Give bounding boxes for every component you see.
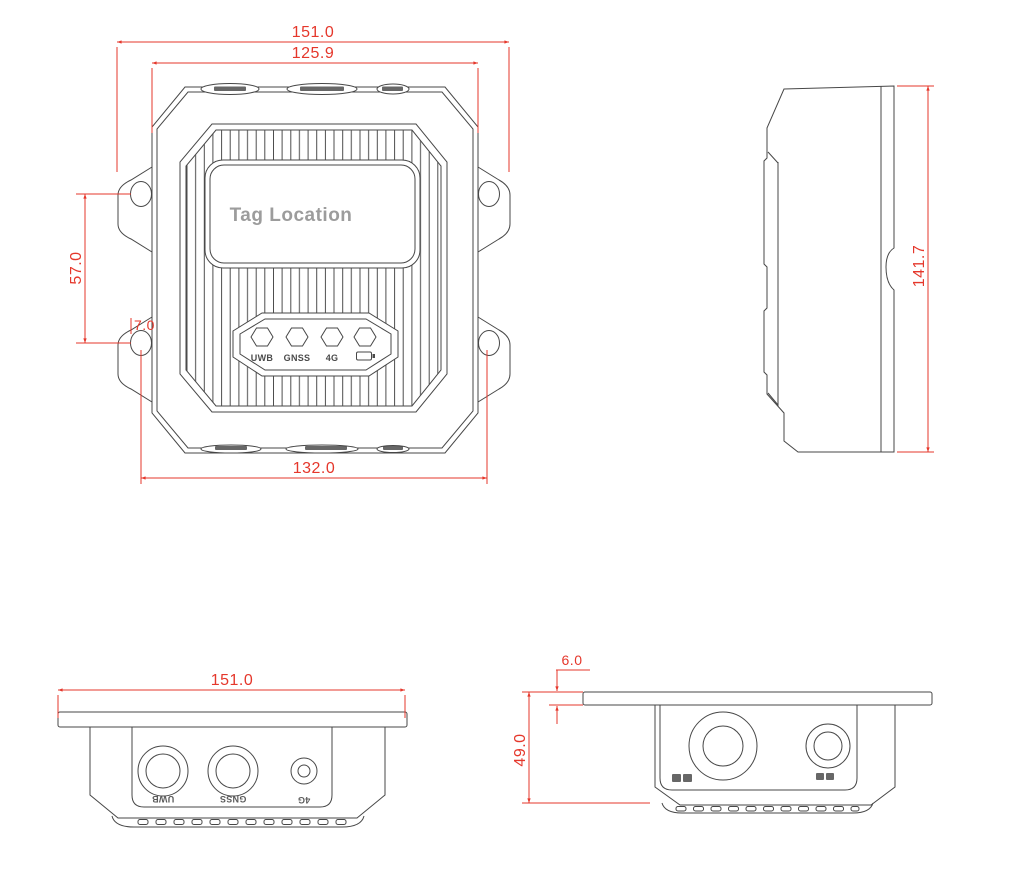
dim-text: 7.0 [134, 317, 155, 333]
battery-icon [356, 351, 375, 361]
dimension-annotations: 151.0 125.9 57.0 7.0 132.0 [57, 24, 934, 804]
bottom-vent-teeth [137, 819, 347, 825]
side-body-outline [763, 85, 895, 453]
bottom-skirt [111, 815, 365, 828]
dim-text: 151.0 [292, 24, 335, 41]
front-view: Tag Location UWB GNSS 4G [117, 83, 511, 454]
mounting-hole [478, 330, 500, 356]
led-uwb-indicator-icon [250, 327, 274, 347]
name-plate: Tag Location [204, 159, 421, 269]
rear-large-port [688, 711, 758, 781]
dim-flange-thickness: 6.0 [549, 652, 590, 724]
mounting-hole [478, 181, 500, 207]
side-view [763, 85, 895, 453]
cellular-antenna-port [290, 757, 318, 785]
led-label-gnss: GNSS [284, 353, 311, 363]
led-gnss-indicator-icon [285, 327, 309, 347]
led-4g-indicator-icon [320, 327, 344, 347]
rear-side-view [582, 691, 933, 814]
dim-text: 57.0 [68, 251, 85, 284]
dim-front-overall-width: 151.0 [116, 24, 510, 172]
illegible-port-mark [672, 774, 692, 782]
rear-skirt [661, 802, 874, 814]
top-connector-caps [200, 83, 410, 95]
gnss-antenna-port [207, 745, 259, 797]
uwb-antenna-port [137, 745, 189, 797]
bottom-connector-caps [200, 444, 410, 454]
rear-inner-housing [659, 705, 858, 791]
dim-front-body-width: 125.9 [151, 45, 479, 133]
dim-side-overall-height: 141.7 [897, 85, 934, 453]
port-label-gnss: GNSS [220, 794, 247, 804]
dim-hole-diameter: 7.0 [130, 317, 155, 334]
bottom-flange [57, 711, 408, 728]
front-body-inner-outline [156, 91, 474, 449]
dim-text: 49.0 [512, 733, 529, 766]
led-label-4g: 4G [326, 353, 339, 363]
dim-text: 141.7 [911, 245, 928, 288]
dim-text: 132.0 [293, 460, 336, 477]
mounting-ears [117, 166, 511, 403]
led-panel: UWB GNSS 4G [232, 312, 399, 377]
port-label-4g: 4G [298, 795, 311, 805]
illegible-port-mark [816, 773, 834, 780]
led-label-uwb: UWB [251, 353, 274, 363]
rear-flange [582, 691, 933, 706]
bottom-view: UWB GNSS 4G [57, 711, 408, 828]
dim-bottom-overall-width: 151.0 [57, 672, 406, 718]
dim-body-depth: 49.0 [512, 691, 650, 804]
dim-text: 6.0 [562, 652, 583, 668]
port-label-uwb: UWB [152, 794, 175, 804]
dim-hole-pitch-vertical: 57.0 [68, 193, 131, 344]
rear-vent-teeth [675, 806, 860, 812]
dim-text: 151.0 [211, 672, 254, 689]
led-battery-indicator-icon [353, 327, 377, 347]
bottom-inner-housing [131, 727, 333, 808]
dim-text: 125.9 [292, 45, 335, 62]
product-label: Tag Location [230, 205, 353, 226]
rear-small-port [805, 723, 851, 769]
dim-hole-pitch-horizontal: 132.0 [140, 350, 488, 484]
